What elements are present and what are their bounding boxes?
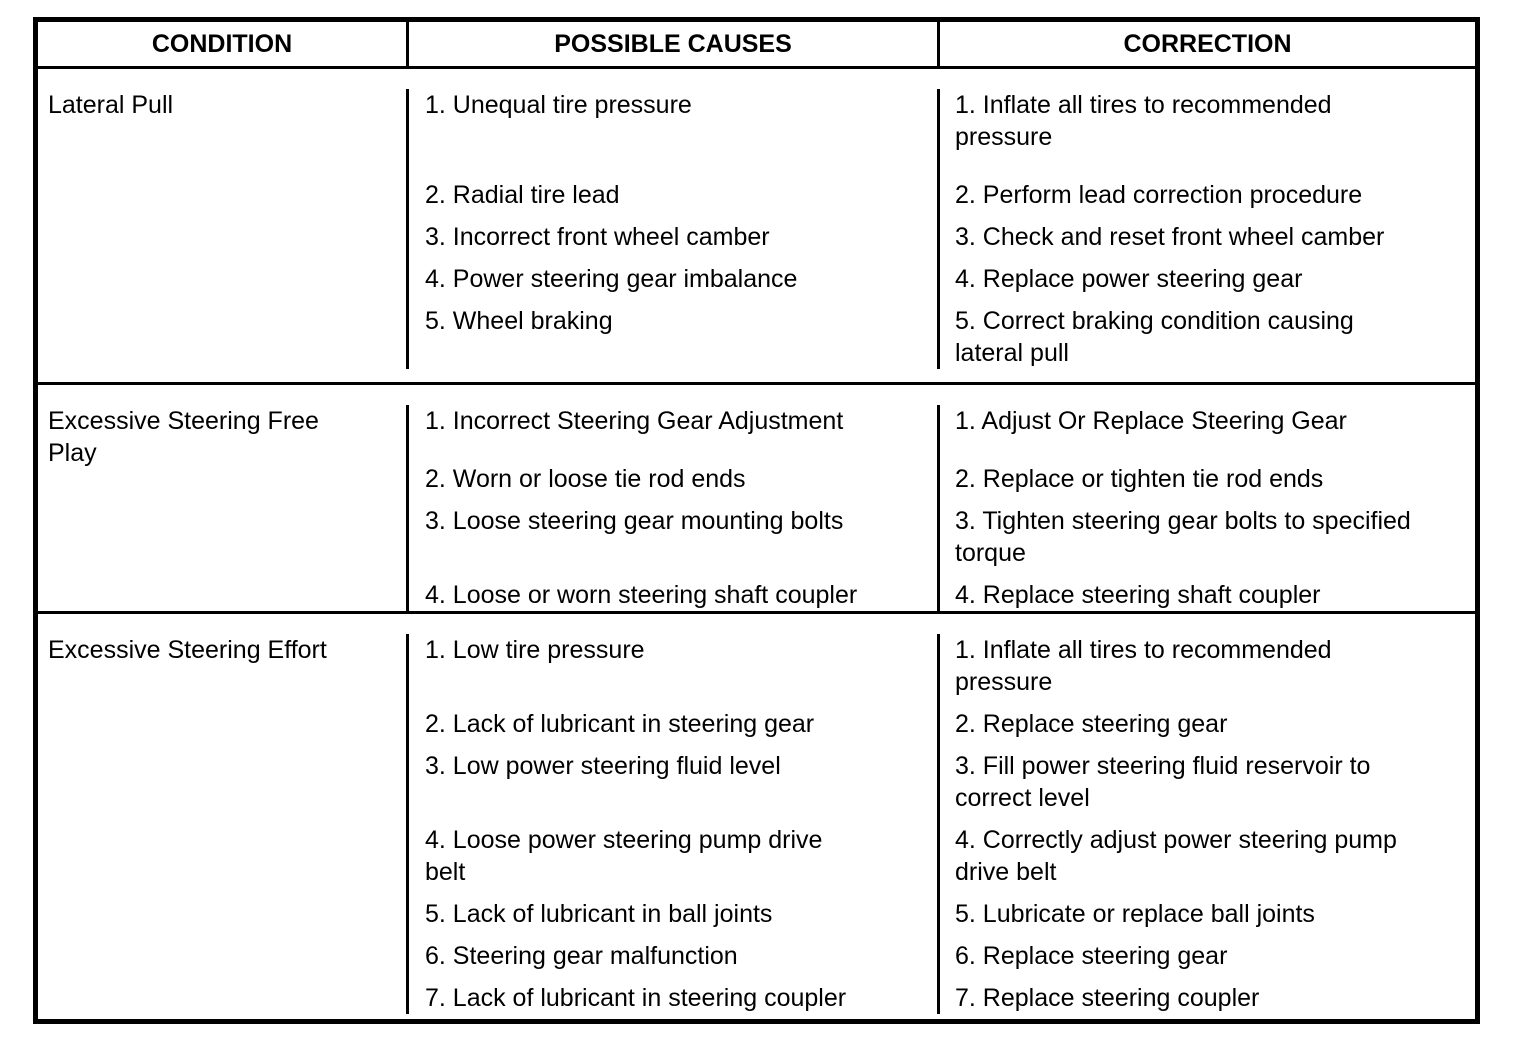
- correction-item: 4. Correctly adjust power steering pump …: [955, 826, 1397, 886]
- header-row: CONDITION POSSIBLE CAUSES CORRECTION: [38, 22, 1475, 69]
- cause-item: 3. Loose steering gear mounting bolts: [425, 507, 844, 535]
- column-divider: [406, 89, 409, 369]
- condition-cell: Excessive Steering Effort: [48, 636, 327, 664]
- cause-item: 4. Power steering gear imbalance: [425, 265, 798, 293]
- correction-item: 1. Inflate all tires to recommended pres…: [955, 91, 1332, 151]
- condition-cell: Excessive Steering Free Play: [48, 407, 319, 467]
- cause-item: 7. Lack of lubricant in steering coupler: [425, 984, 847, 1012]
- column-divider: [937, 22, 940, 66]
- correction-item: 5. Lubricate or replace ball joints: [955, 900, 1315, 928]
- correction-item: 2. Replace steering gear: [955, 710, 1228, 738]
- condition-cell: Lateral Pull: [48, 91, 174, 119]
- table-row: Lateral Pull 1. Unequal tire pressure 1. I…: [38, 69, 1475, 382]
- cause-item: 1. Low tire pressure: [425, 636, 645, 664]
- cause-item: 4. Loose power steering pump drive belt: [425, 826, 823, 886]
- correction-item: 5. Correct braking condition causing lat…: [955, 307, 1354, 367]
- header-cell-correction: CORRECTION: [1123, 30, 1292, 58]
- cause-item: 2. Lack of lubricant in steering gear: [425, 710, 815, 738]
- correction-item: 2. Replace or tighten tie rod ends: [955, 465, 1324, 493]
- column-divider: [937, 634, 940, 1014]
- header-cell-possible-causes: POSSIBLE CAUSES: [554, 30, 792, 58]
- cause-item: 2. Radial tire lead: [425, 181, 620, 209]
- cause-item: 4. Loose or worn steering shaft coupler: [425, 581, 858, 609]
- table-row: Excessive Steering Effort 1. Low tire pre…: [38, 611, 1475, 1019]
- cause-item: 1. Incorrect Steering Gear Adjustment: [425, 407, 844, 435]
- cause-item: 3. Incorrect front wheel camber: [425, 223, 770, 251]
- correction-item: 1. Inflate all tires to recommended pres…: [955, 636, 1332, 696]
- table-row: Excessive Steering Free Play 1. Incorrect…: [38, 382, 1475, 611]
- column-divider: [937, 405, 940, 611]
- correction-item: 3. Tighten steering gear bolts to specif…: [955, 507, 1411, 567]
- header-cell-condition: CONDITION: [151, 30, 293, 58]
- cause-item: 6. Steering gear malfunction: [425, 942, 738, 970]
- correction-item: 7. Replace steering coupler: [955, 984, 1260, 1012]
- cause-item: 2. Worn or loose tie rod ends: [425, 465, 746, 493]
- correction-item: 4. Replace power steering gear: [955, 265, 1303, 293]
- cause-item: 5. Lack of lubricant in ball joints: [425, 900, 773, 928]
- correction-item: 3. Check and reset front wheel camber: [955, 223, 1385, 251]
- column-divider: [406, 405, 409, 611]
- cause-item: 5. Wheel braking: [425, 307, 613, 335]
- correction-item: 6. Replace steering gear: [955, 942, 1228, 970]
- correction-item: 3. Fill power steering fluid reservoir t…: [955, 752, 1371, 812]
- column-divider: [406, 634, 409, 1014]
- column-divider: [406, 22, 409, 66]
- cause-item: 1. Unequal tire pressure: [425, 91, 692, 119]
- cause-item: 3. Low power steering fluid level: [425, 752, 781, 780]
- correction-item: 4. Replace steering shaft coupler: [955, 581, 1321, 609]
- correction-item: 1. Adjust Or Replace Steering Gear: [955, 407, 1347, 435]
- correction-item: 2. Perform lead correction procedure: [955, 181, 1363, 209]
- column-divider: [937, 89, 940, 369]
- diagnostic-table: CONDITION POSSIBLE CAUSES CORRECTION Lat…: [33, 17, 1480, 1024]
